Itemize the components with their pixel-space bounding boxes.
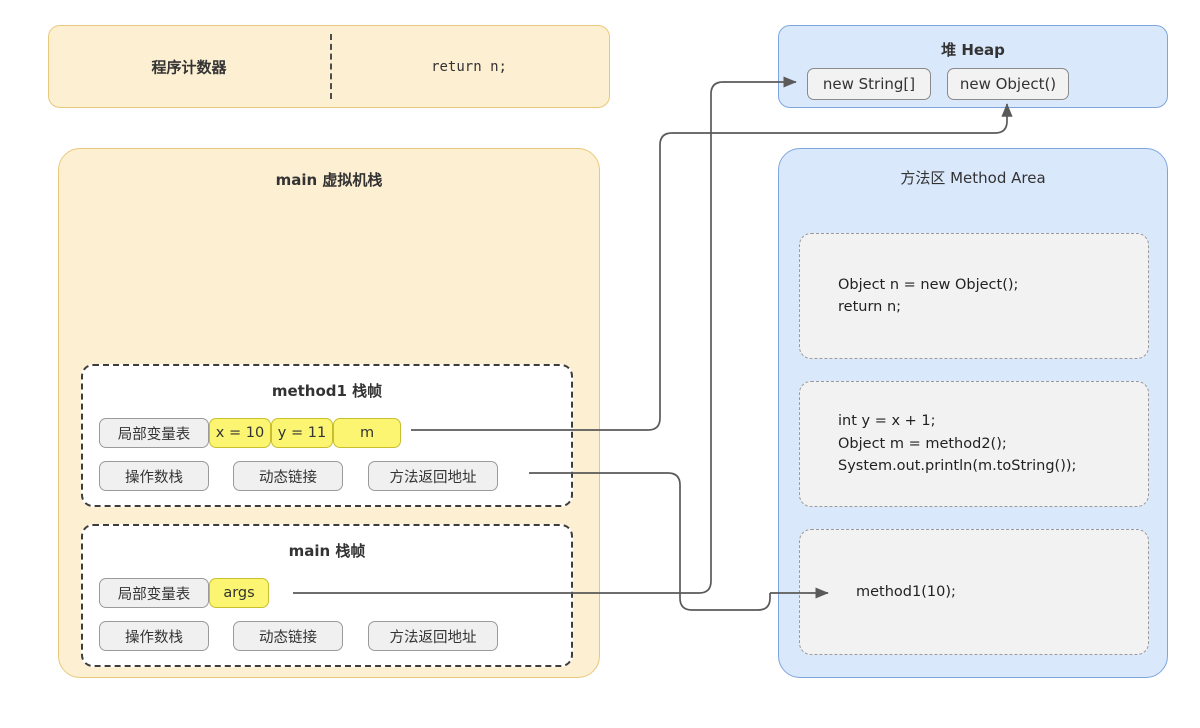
method-area-code-block-method1: int y = x + 1; Object m = method2(); Sys… — [799, 381, 1149, 507]
method-area-code-block-method2: Object n = new Object(); return n; — [799, 233, 1149, 359]
method-area-panel: 方法区 Method Area Object n = new Object();… — [778, 148, 1168, 678]
local-variable-table-main: 局部变量表 — [99, 578, 209, 608]
operand-stack-method1: 操作数栈 — [99, 461, 209, 491]
stack-frame-method1: method1 栈帧 局部变量表 x = 10 y = 11 m 操作数栈 动态… — [81, 364, 573, 507]
method-area-code-block-main: method1(10); — [799, 529, 1149, 655]
dynamic-link-method1: 动态链接 — [233, 461, 343, 491]
local-variable-table-method1: 局部变量表 — [99, 418, 209, 448]
heap-title: 堆 Heap — [941, 41, 1005, 59]
return-address-method1: 方法返回地址 — [368, 461, 498, 491]
program-counter-label: 程序计数器 — [151, 58, 227, 76]
heap-object-new-string-array: new String[] — [807, 68, 931, 100]
code-text-method1: int y = x + 1; Object m = method2(); Sys… — [838, 413, 1077, 475]
pc-divider — [330, 34, 333, 99]
frame-title-main: main 栈帧 — [288, 542, 366, 560]
code-text-main: method1(10); — [856, 583, 956, 600]
vm-stack-title: main 虚拟机栈 — [275, 171, 383, 189]
local-var-x: x = 10 — [209, 418, 271, 448]
stack-frame-main: main 栈帧 局部变量表 args 操作数栈 动态链接 方法返回地址 — [81, 524, 573, 667]
dynamic-link-main: 动态链接 — [233, 621, 343, 651]
code-text-method2: Object n = new Object(); return n; — [838, 276, 1019, 315]
program-counter-instruction: return n; — [431, 58, 507, 75]
return-address-main: 方法返回地址 — [368, 621, 498, 651]
local-var-args: args — [209, 578, 269, 608]
local-var-y: y = 11 — [271, 418, 333, 448]
operand-stack-main: 操作数栈 — [99, 621, 209, 651]
vm-stack-panel: main 虚拟机栈 method1 栈帧 局部变量表 x = 10 y = 11… — [58, 148, 600, 678]
heap-panel: 堆 Heap new String[] new Object() — [778, 25, 1168, 108]
local-var-m: m — [333, 418, 401, 448]
frame-title-method1: method1 栈帧 — [271, 382, 383, 400]
heap-object-new-object: new Object() — [947, 68, 1069, 100]
method-area-title: 方法区 Method Area — [900, 169, 1046, 187]
program-counter-panel: 程序计数器 return n; — [48, 25, 610, 108]
